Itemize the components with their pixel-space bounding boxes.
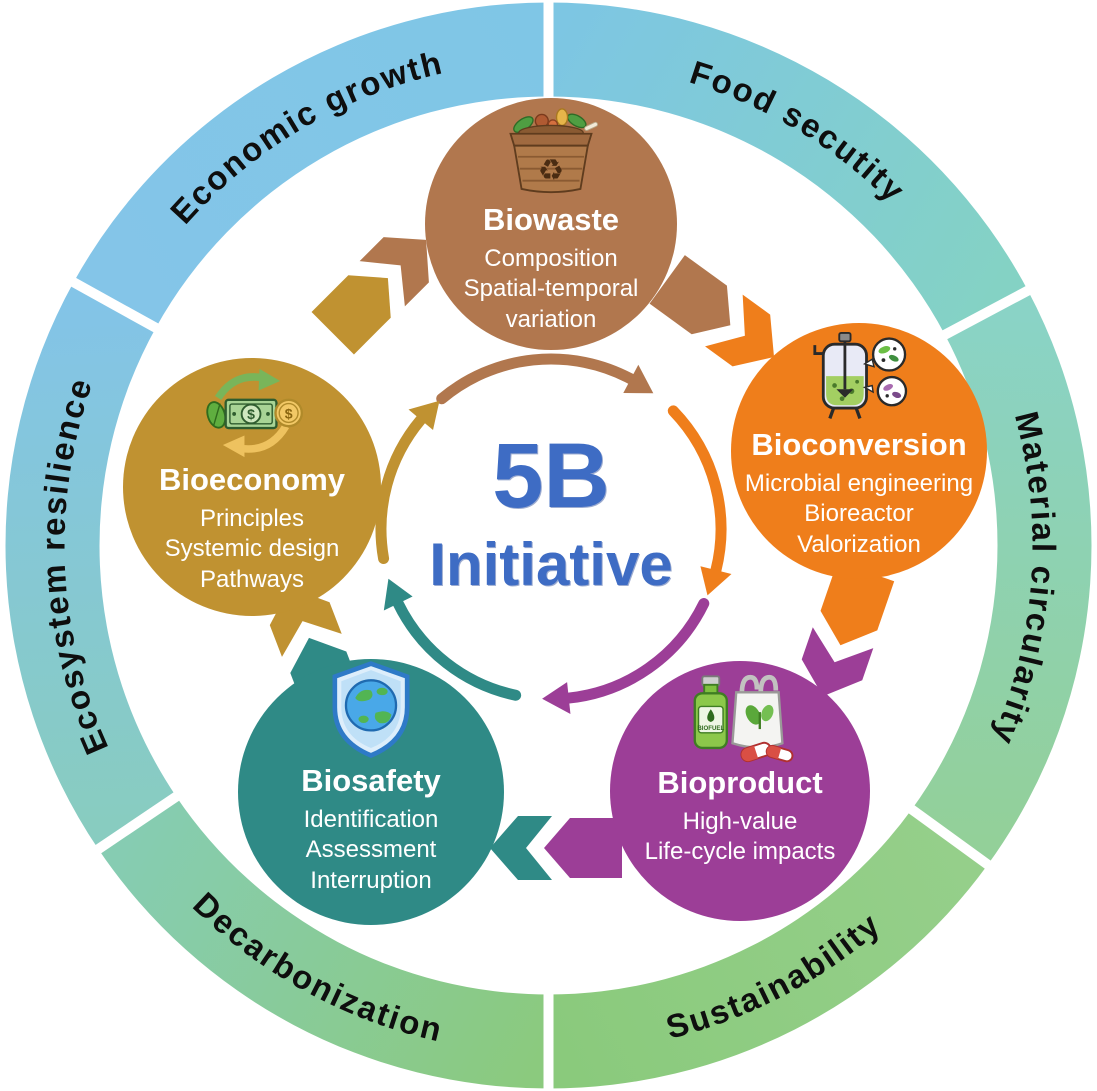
- node-item: Bioreactor: [804, 500, 914, 528]
- cycle-arrowhead-bioeconomy: [408, 400, 440, 431]
- cycle-arrowhead-biosafety: [383, 578, 413, 611]
- node-items: Microbial engineering Bioreactor Valoriz…: [745, 469, 973, 560]
- center-line2: Initiative: [429, 531, 673, 598]
- svg-text:♻: ♻: [538, 153, 564, 187]
- cycle-arc-bioproduct: [563, 598, 710, 704]
- node-title: Biowaste: [482, 202, 620, 237]
- node-items: Principles Systemic design Pathways: [165, 504, 340, 595]
- svg-text:BIOFUEL: BIOFUEL: [697, 725, 724, 732]
- node-items: Composition Spatial-temporal variation: [445, 244, 657, 335]
- node-item: Interruption: [310, 866, 432, 894]
- node-title: Bioproduct: [657, 765, 823, 800]
- node-title: Bioconversion: [751, 427, 967, 462]
- node-item: Pathways: [199, 565, 305, 593]
- node-bioproduct: BIOFUEL Bioproduct High-value Life-cycle…: [610, 661, 870, 921]
- node-item: Identification: [303, 806, 439, 834]
- node-item: Life-cycle impacts: [644, 838, 836, 866]
- flow-arrow-bioproduct-to-biosafety: [490, 816, 622, 880]
- cycle-arrowhead-bioproduct: [542, 682, 571, 714]
- ring-segment-ecosystem-resilience: [5, 282, 177, 850]
- compost-basket-icon: ♻: [492, 104, 610, 200]
- flow-chevron-downstream: [801, 627, 874, 697]
- node-item: Valorization: [797, 530, 921, 558]
- ring-gap: [901, 800, 999, 875]
- flow-chevron-downstream: [490, 816, 552, 880]
- flow-chevron-upstream: [544, 818, 622, 878]
- flow-arrow-biowaste-to-bioconversion: [649, 255, 775, 367]
- node-biowaste: ♻ Biowaste Composition Spatial-temporal …: [425, 98, 677, 350]
- shield-globe-icon: [319, 661, 423, 761]
- node-item: Systemic design: [164, 535, 340, 563]
- svg-text:$: $: [285, 406, 293, 422]
- bioreactor-icon: [801, 329, 917, 425]
- flow-arrow-bioeconomy-to-biowaste: [311, 237, 429, 355]
- cycle-arc-bioeconomy: [375, 414, 427, 565]
- flow-chevron-upstream: [649, 255, 731, 335]
- svg-text:$: $: [247, 406, 255, 422]
- node-items: Identification Assessment Interruption: [304, 805, 439, 896]
- money-cycle-icon: $ $: [192, 364, 312, 460]
- node-title: Biosafety: [301, 763, 441, 798]
- flow-chevron-upstream: [820, 561, 895, 646]
- flow-chevron-downstream: [705, 294, 775, 367]
- node-item: Microbial engineering: [744, 470, 974, 498]
- node-bioeconomy: $ $ Bioeconomy Principles Systemic desig…: [123, 358, 381, 616]
- cycle-arc-bioconversion: [667, 405, 727, 576]
- node-item: Assessment: [305, 836, 437, 864]
- ring-gap: [63, 273, 167, 337]
- flow-chevron-downstream: [359, 237, 429, 307]
- center-line1: 5B: [492, 425, 610, 527]
- cycle-arc-biowaste: [436, 353, 637, 405]
- ring-segment-economic-growth: [73, 2, 549, 328]
- center-label: 5B Initiative: [401, 430, 701, 640]
- ring-gap: [88, 787, 187, 859]
- node-item: High-value: [682, 808, 798, 836]
- bioproducts-icon: BIOFUEL: [680, 667, 800, 763]
- node-title: Bioeconomy: [158, 462, 346, 497]
- flow-arrow-bioconversion-to-bioproduct: [801, 561, 895, 697]
- ring-segment-material-circularity: [911, 290, 1092, 865]
- node-item: Principles: [199, 505, 305, 533]
- flow-chevron-upstream: [311, 275, 391, 355]
- cycle-arc-biosafety: [392, 598, 522, 701]
- node-items: High-value Life-cycle impacts: [645, 807, 836, 867]
- cycle-arrowhead-biowaste: [623, 364, 654, 394]
- node-bioconversion: Bioconversion Microbial engineering Bior…: [731, 323, 987, 579]
- ring-gap: [934, 281, 1039, 344]
- node-item: Composition: [484, 245, 618, 273]
- ring-segment-decarbonization: [98, 796, 549, 1089]
- node-biosafety: Biosafety Identification Assessment Inte…: [238, 659, 504, 925]
- ring-segment-sustainability: [548, 809, 988, 1089]
- cycle-arrowhead-bioconversion: [700, 566, 732, 596]
- node-item: Spatial-temporal variation: [463, 275, 639, 333]
- ring-segment-food-secutity: [548, 2, 1028, 335]
